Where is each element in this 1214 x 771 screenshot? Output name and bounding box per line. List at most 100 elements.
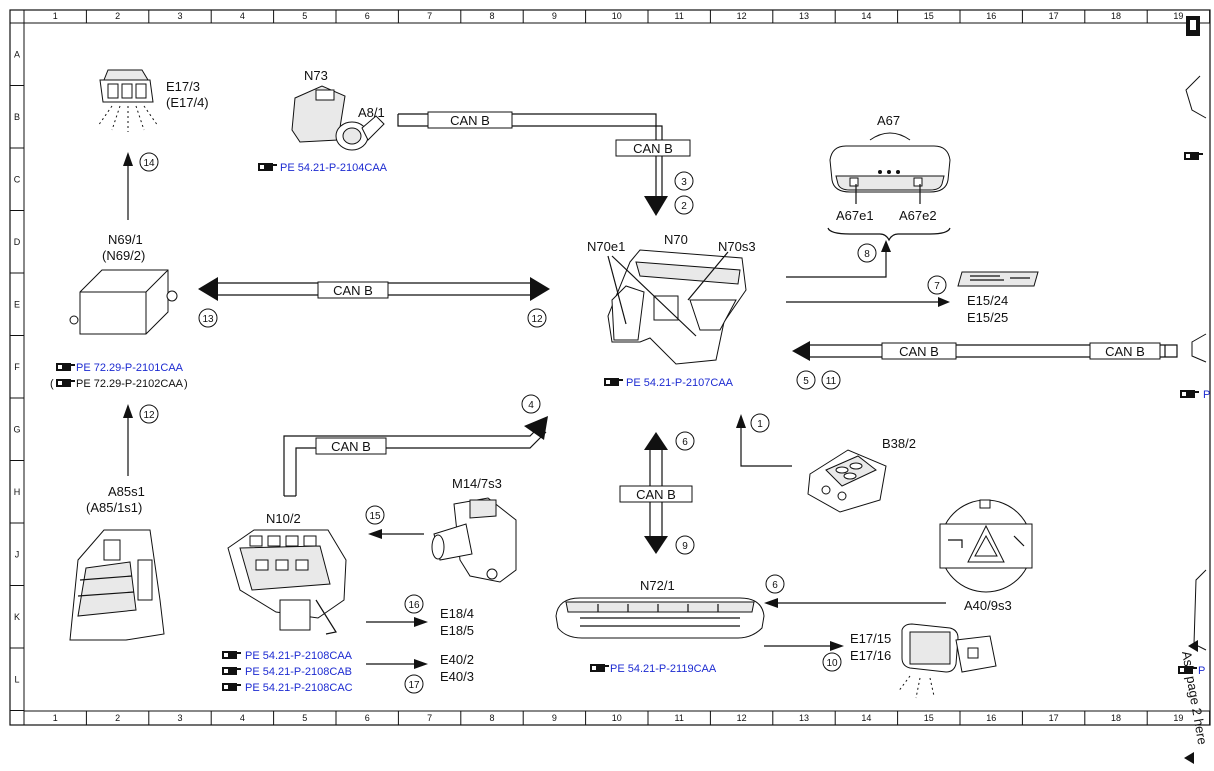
- pointer-hand-icon: [258, 163, 277, 171]
- grid-row-label: A: [14, 49, 20, 59]
- label-e17-4: (E17/4): [166, 95, 209, 110]
- ref-cut-right[interactable]: P: [1203, 389, 1210, 401]
- label-n69-1: N69/1: [108, 232, 143, 247]
- ref-n10-2-b[interactable]: PE 54.21-P-2108CAB: [245, 666, 352, 678]
- grid-labels: 1122334455667788991010111112121313141415…: [13, 11, 1183, 723]
- badge-4: 4: [521, 394, 541, 414]
- badge-3: 3: [674, 171, 694, 191]
- ref-n69-1[interactable]: PE 72.29-P-2101CAA: [76, 362, 184, 374]
- badge-14: 14: [139, 152, 159, 172]
- ref-n73[interactable]: PE 54.21-P-2104CAA: [280, 162, 388, 174]
- label-a67: A67: [877, 113, 900, 128]
- svg-text:CAN B: CAN B: [636, 487, 676, 502]
- svg-text:(: (: [50, 378, 54, 390]
- svg-text:2: 2: [681, 201, 687, 212]
- ref-n70[interactable]: PE 54.21-P-2107CAA: [626, 377, 734, 389]
- lower-control-panel-n72-1-drawing: [555, 597, 765, 639]
- label-e40-3: E40/3: [440, 669, 474, 684]
- grid-row-label: E: [14, 299, 20, 309]
- svg-text:16: 16: [408, 600, 420, 611]
- pointer-hand-icon: [222, 683, 241, 691]
- ignition-switch-n73-drawing: [291, 85, 385, 151]
- grid-col-label: 7: [427, 11, 432, 21]
- grid-col-label: 11: [675, 713, 684, 723]
- pointer-hand-icon: [1180, 390, 1199, 398]
- grid-col-label: 9: [552, 713, 557, 723]
- grid-col-label: 6: [365, 713, 370, 723]
- badge-16: 16: [404, 594, 424, 614]
- label-b38-2: B38/2: [882, 436, 916, 451]
- label-a40-9s3: A40/9s3: [964, 598, 1012, 613]
- label-a85s1: A85s1: [108, 484, 145, 499]
- grid-col-label: 18: [1111, 713, 1121, 723]
- svg-text:12: 12: [143, 410, 155, 421]
- can-b-label: CAN B: [315, 437, 387, 455]
- ref-n72-1[interactable]: PE 54.21-P-2119CAA: [610, 663, 717, 675]
- label-e18-5: E18/5: [440, 623, 474, 638]
- grid-col-label: 4: [240, 11, 245, 21]
- grid-row-label: B: [14, 112, 20, 122]
- svg-text:6: 6: [682, 437, 688, 448]
- lamp-e17-3-drawing: [97, 69, 159, 132]
- frame-inner: [23, 22, 1211, 712]
- label-a8-1: A8/1: [358, 105, 385, 120]
- ref-cut-right[interactable]: P: [1198, 665, 1205, 677]
- grid-col-label: 3: [177, 11, 182, 21]
- grid-col-label: 10: [612, 11, 622, 21]
- ref-n10-2-a[interactable]: PE 54.21-P-2108CAA: [245, 650, 353, 662]
- grid-col-label: 17: [1049, 713, 1059, 723]
- cutoff-parts-right: [1184, 16, 1207, 764]
- grid-col-label: 9: [552, 11, 557, 21]
- grid-col-label: 19: [1173, 713, 1183, 723]
- svg-text:CAN B: CAN B: [331, 439, 371, 454]
- svg-text:10: 10: [826, 658, 838, 669]
- grid-row-label: K: [14, 612, 20, 622]
- svg-text:CAN B: CAN B: [450, 113, 490, 128]
- grid-col-label: 12: [737, 713, 747, 723]
- label-a67e2: A67e2: [899, 208, 937, 223]
- grid-col-label: 14: [861, 713, 871, 723]
- grid-col-label: 11: [675, 11, 684, 21]
- pointer-hand-icon: [56, 363, 75, 371]
- svg-text:6: 6: [772, 580, 778, 591]
- actuator-m14-7s3-drawing: [431, 497, 517, 583]
- ref-n10-2-c[interactable]: PE 54.21-P-2108CAC: [245, 682, 353, 694]
- grid-col-label: 8: [489, 11, 494, 21]
- grid-col-label: 2: [115, 11, 120, 21]
- label-e17-15: E17/15: [850, 631, 891, 646]
- badge-15: 15: [365, 505, 385, 525]
- grid-col-label: 16: [986, 11, 996, 21]
- grid-col-label: 18: [1111, 11, 1121, 21]
- grid-row-label: L: [14, 674, 19, 684]
- can-b-label: CAN B: [619, 485, 693, 503]
- ref-n69-2[interactable]: PE 72.29-P-2102CAA: [76, 378, 184, 390]
- svg-text:CAN B: CAN B: [633, 141, 673, 156]
- grid-col-label: 17: [1049, 11, 1059, 21]
- grid-col-label: 13: [799, 11, 809, 21]
- can-b-label: CAN B: [317, 281, 389, 299]
- pointer-hand-icon: [56, 379, 75, 387]
- grid-row-label: C: [14, 174, 21, 184]
- label-e18-4: E18/4: [440, 606, 474, 621]
- grid-row-label: J: [15, 549, 20, 559]
- pointer-hand-icon: [604, 378, 623, 386]
- svg-text:14: 14: [143, 158, 155, 169]
- can-b-label: CAN B: [881, 342, 957, 360]
- svg-text:CAN B: CAN B: [1105, 344, 1145, 359]
- label-n10-2: N10/2: [266, 511, 301, 526]
- label-m14-7s3: M14/7s3: [452, 476, 502, 491]
- grid-col-label: 6: [365, 11, 370, 21]
- grid-row-label: F: [14, 362, 20, 372]
- label-e17-3: E17/3: [166, 79, 200, 94]
- page-note: Ask page 2 here: [1179, 650, 1210, 746]
- badge-12: 12: [139, 404, 159, 424]
- grid-col-label: 7: [427, 713, 432, 723]
- overhead-control-panel-n70-drawing: [607, 249, 747, 365]
- label-e15-24: E15/24: [967, 293, 1008, 308]
- label-a67e1: A67e1: [836, 208, 874, 223]
- grid-col-label: 5: [302, 713, 307, 723]
- grid-col-label: 3: [177, 713, 182, 723]
- grid-col-label: 4: [240, 713, 245, 723]
- grid-col-label: 1: [53, 11, 58, 21]
